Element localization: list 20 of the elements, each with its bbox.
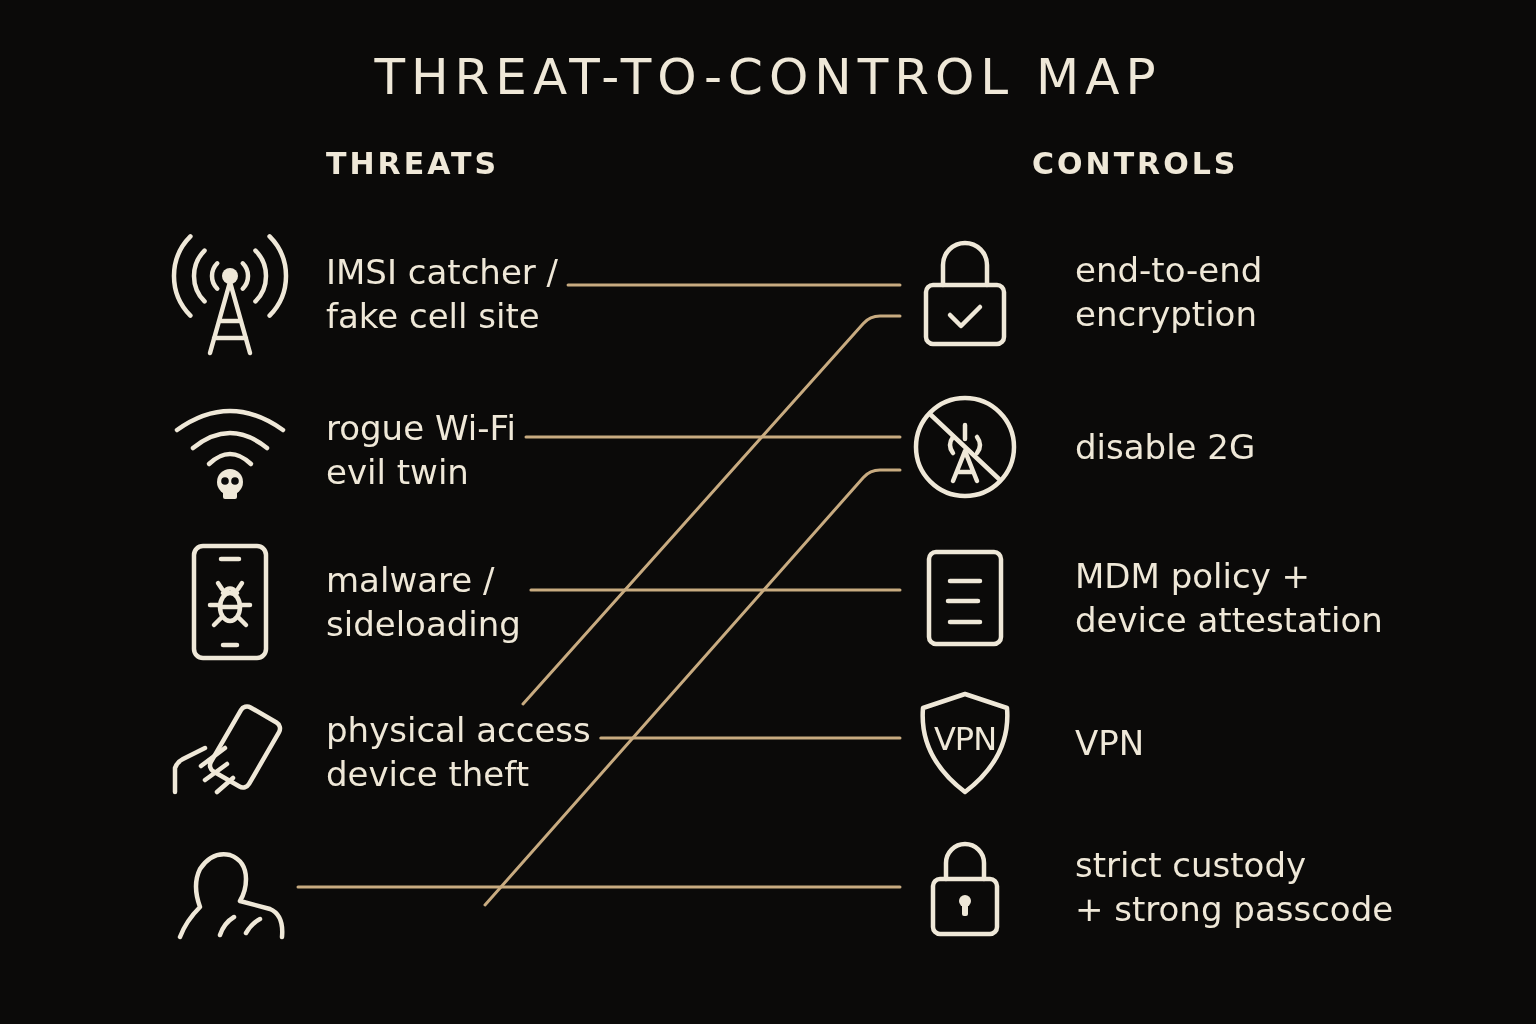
control-label: VPN	[1075, 722, 1145, 765]
connector-line	[529, 588, 902, 592]
shield-label: VPN	[933, 722, 997, 756]
connector-line	[483, 468, 902, 907]
threat-label: IMSI catcher / fake cell site	[326, 251, 559, 338]
threat-label: malware / sideloading	[326, 559, 521, 646]
connector-line	[524, 435, 902, 439]
control-label: end-to-end encryption	[1075, 249, 1263, 336]
diagram-title: THREAT-TO-CONTROL MAP	[374, 50, 1162, 105]
connector-line	[599, 736, 902, 740]
column-heading: THREATS	[326, 146, 500, 182]
connector-line	[296, 885, 902, 889]
threat-label: physical access device theft	[326, 709, 591, 796]
connector-line	[521, 314, 902, 706]
connector-line	[566, 283, 902, 287]
control-label: MDM policy + device attestation	[1075, 555, 1383, 642]
control-label: disable 2G	[1075, 426, 1256, 469]
threat-label: rogue Wi-Fi evil twin	[326, 407, 516, 494]
control-label: strict custody + strong passcode	[1075, 844, 1394, 931]
column-heading: CONTROLS	[1032, 146, 1239, 182]
